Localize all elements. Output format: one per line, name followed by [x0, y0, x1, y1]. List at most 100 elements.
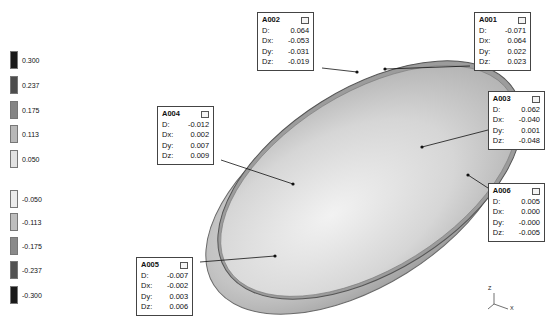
- legend-swatch: [10, 125, 18, 143]
- point-id: A005: [141, 260, 159, 271]
- value-key: D:: [162, 120, 180, 131]
- point-id: A003: [493, 94, 511, 105]
- legend-value: -0.113: [22, 219, 41, 227]
- legend-swatch: [10, 190, 18, 208]
- legend-value: 0.175: [22, 107, 40, 115]
- callout-box: A005D:-0.007Dx:-0.002Dy:0.003Dz:0.006: [136, 257, 193, 316]
- value-number: 0.023: [505, 57, 526, 68]
- color-chip: [518, 17, 526, 24]
- value-number: -0.019: [288, 57, 309, 68]
- value-number: -0.040: [519, 115, 540, 126]
- value-key: Dx:: [493, 207, 511, 218]
- value-number: 0.001: [519, 126, 540, 137]
- shell-rim: [177, 12, 548, 324]
- callout-box: A006D:0.005Dx:0.000Dy:-0.000Dz:-0.005: [488, 183, 545, 242]
- value-number: -0.000: [519, 218, 540, 229]
- legend-swatch: [10, 286, 18, 304]
- color-chip: [532, 188, 540, 195]
- callout-box: A004D:-0.012Dx:0.002Dy:0.007Dz:0.009: [157, 106, 214, 165]
- leader-lines: [200, 66, 488, 262]
- value-number: 0.006: [167, 302, 188, 313]
- probe-points: [273, 67, 469, 257]
- value-number: -0.071: [505, 26, 526, 37]
- legend-swatch: [10, 150, 18, 168]
- legend-value: 0.300: [22, 57, 40, 65]
- value-number: 0.062: [519, 105, 540, 116]
- value-key: D:: [493, 105, 511, 116]
- callout-grid: A005D:-0.007Dx:-0.002Dy:0.003Dz:0.006: [141, 260, 188, 313]
- leader-line: [322, 68, 357, 72]
- value-key: Dy:: [162, 141, 180, 152]
- legend-swatch: [10, 237, 18, 255]
- legend-value: -0.300: [22, 292, 42, 300]
- point-id: A001: [479, 15, 497, 26]
- value-number: 0.064: [288, 26, 309, 37]
- probe-point: [273, 254, 276, 257]
- legend-value: -0.175: [22, 243, 42, 251]
- value-key: D:: [141, 271, 159, 282]
- leader-line: [385, 66, 470, 69]
- value-key: Dz:: [479, 57, 497, 68]
- axis-line: [494, 293, 495, 304]
- point-id: A004: [162, 109, 180, 120]
- leader-line: [221, 160, 293, 184]
- point-id: A002: [262, 15, 280, 26]
- value-key: Dz:: [493, 228, 511, 239]
- callout-box: A001D:-0.071Dx:0.064Dy:0.022Dz:0.023: [474, 12, 531, 71]
- value-number: -0.002: [167, 281, 188, 292]
- value-number: 0.000: [519, 207, 540, 218]
- value-key: D:: [493, 197, 511, 208]
- axis-triad: [488, 293, 508, 309]
- value-number: 0.022: [505, 47, 526, 58]
- probe-point: [355, 70, 358, 73]
- probe-point: [383, 67, 386, 70]
- legend-value: -0.237: [22, 267, 42, 275]
- legend-value: -0.050: [22, 196, 42, 204]
- value-number: -0.053: [288, 36, 309, 47]
- probe-point: [291, 182, 294, 185]
- value-key: Dx:: [162, 130, 180, 141]
- legend-swatch: [10, 261, 18, 279]
- color-chip: [201, 111, 209, 118]
- value-key: Dy:: [493, 126, 511, 137]
- value-key: Dx:: [262, 36, 280, 47]
- value-key: D:: [262, 26, 280, 37]
- value-number: -0.007: [167, 271, 188, 282]
- leader-line: [200, 256, 275, 262]
- callout-grid: A001D:-0.071Dx:0.064Dy:0.022Dz:0.023: [479, 15, 526, 68]
- axis-line: [494, 304, 508, 309]
- value-number: 0.003: [167, 292, 188, 303]
- value-key: Dx:: [493, 115, 511, 126]
- value-key: Dx:: [479, 36, 497, 47]
- probe-point: [466, 173, 469, 176]
- legend-swatch: [10, 76, 18, 94]
- callout-box: A003D: 0.062Dx: -0.040Dy: 0.001Dz: -0.048: [488, 91, 545, 150]
- legend-swatch: [10, 51, 18, 69]
- legend-swatch: [10, 101, 18, 119]
- color-chip: [180, 262, 188, 269]
- legend-value: 0.113: [22, 131, 39, 139]
- axis-line: [488, 304, 494, 309]
- callout-grid: A002D:0.064Dx:-0.053Dy:-0.031Dz:-0.019: [262, 15, 309, 68]
- value-key: Dz:: [262, 57, 280, 68]
- value-number: 0.005: [519, 197, 540, 208]
- axis-label: Z: [488, 285, 491, 291]
- probe-point: [420, 145, 423, 148]
- callout-grid: A004D:-0.012Dx:0.002Dy:0.007Dz:0.009: [162, 109, 209, 162]
- value-key: Dy:: [141, 292, 159, 303]
- value-number: -0.048: [519, 136, 540, 147]
- color-chip: [532, 96, 540, 103]
- callout-grid: A006D:0.005Dx:0.000Dy:-0.000Dz:-0.005: [493, 186, 540, 239]
- value-key: Dz:: [493, 136, 511, 147]
- value-number: 0.064: [505, 36, 526, 47]
- legend-value: 0.237: [22, 82, 40, 90]
- callout-box: A002D:0.064Dx:-0.053Dy:-0.031Dz:-0.019: [257, 12, 314, 71]
- value-key: Dy:: [493, 218, 511, 229]
- value-key: Dz:: [141, 302, 159, 313]
- value-number: -0.005: [519, 228, 540, 239]
- axis-label: X: [510, 305, 514, 311]
- value-number: 0.009: [188, 151, 209, 162]
- value-key: Dy:: [479, 47, 497, 58]
- color-chip: [301, 17, 309, 24]
